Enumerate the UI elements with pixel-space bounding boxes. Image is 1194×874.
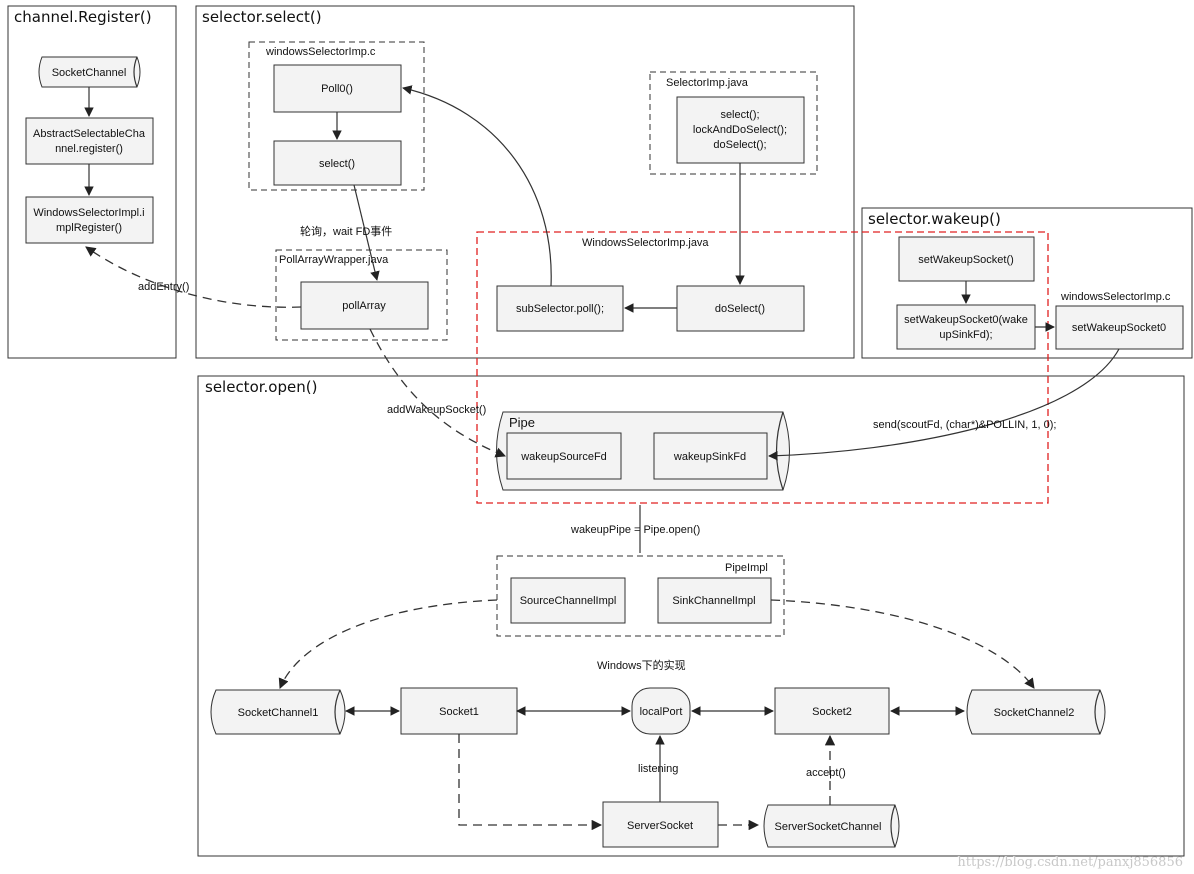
watermark: https://blog.csdn.net/panxj856856 [957, 855, 1183, 870]
panel-title-select: selector.select() [202, 8, 322, 26]
abstract-register-line1: AbstractSelectableCha [33, 128, 146, 140]
arrow-select-to-pollarray [353, 184, 380, 281]
node-local-port: localPort [631, 687, 691, 735]
group-label-pipe-impl: PipeImpl [725, 562, 768, 574]
node-selectorimp-methods: select(); lockAndDoSelect(); doSelect(); [676, 96, 805, 164]
arrow-sink-to-socketchannel2 [770, 599, 1035, 689]
node-set-wakeup-socket0-c: setWakeupSocket0 [1055, 305, 1184, 350]
panel-selector-select: selector.select() [195, 5, 855, 359]
group-label-poll-array-wrapper: PollArrayWrapper.java [279, 254, 389, 266]
wakeup-sink-fd-label: wakeupSinkFd [673, 451, 746, 463]
node-socket1: Socket1 [400, 687, 518, 735]
arrow-source-to-socketchannel1 [278, 599, 498, 689]
arrow-subselector-to-poll0 [402, 85, 552, 287]
group-label-windows-selector-imp-c2: windowsSelectorImp.c [1060, 291, 1171, 303]
group-label-windows-selector-imp-c: windowsSelectorImp.c [265, 46, 376, 58]
node-wakeup-sink-fd: wakeupSinkFd [653, 432, 768, 480]
sub-selector-poll-label: subSelector.poll(); [516, 303, 604, 315]
panel-selector-open: selector.open() [197, 375, 1185, 857]
panel-selector-wakeup: selector.wakeup() [861, 207, 1193, 359]
label-wakeup-pipe-open: wakeupPipe = Pipe.open() [570, 524, 700, 536]
label-windows-impl: Windows下的实现 [597, 658, 686, 672]
socket1-label: Socket1 [439, 706, 479, 718]
windows-impl-register-line2: mplRegister() [56, 222, 122, 234]
node-socket-channel: SocketChannel [38, 56, 141, 88]
node-poll-array: pollArray [300, 281, 429, 330]
socket-channel1-label: SocketChannel1 [238, 707, 319, 719]
selectorimp-line3: doSelect(); [713, 139, 766, 151]
socket-channel2-label: SocketChannel2 [994, 707, 1075, 719]
group-pipe-impl: PipeImpl [496, 555, 785, 637]
node-windows-impl-register: WindowsSelectorImpl.i mplRegister() [25, 196, 154, 244]
local-port-label: localPort [640, 706, 683, 718]
poll0-label: Poll0() [321, 83, 353, 95]
arrow-send-to-sinkfd [768, 348, 1120, 461]
label-add-entry: addEntry() [138, 281, 189, 293]
do-select-label: doSelect() [715, 303, 765, 315]
node-server-socket: ServerSocket [602, 801, 719, 848]
arrow-socket1-to-serversocket [458, 734, 603, 831]
poll-array-label: pollArray [342, 300, 386, 312]
node-wakeup-source-fd: wakeupSourceFd [506, 432, 622, 480]
abstract-register-line2: nnel.register() [55, 143, 123, 155]
selectorimp-line1: select(); [720, 109, 759, 121]
group-label-windows-selector-imp-java: WindowsSelectorImp.java [582, 237, 709, 249]
label-listening: listening [638, 763, 678, 775]
node-poll0: Poll0() [273, 64, 402, 113]
group-label-selector-imp-java: SelectorImp.java [666, 77, 749, 89]
panel-title-register: channel.Register() [14, 8, 152, 26]
label-accept: accept() [806, 767, 846, 779]
group-windows-selector-imp-java: WindowsSelectorImp.java [476, 231, 1049, 504]
windows-impl-register-line1: WindowsSelectorImpl.i [33, 207, 144, 219]
node-source-channel-impl: SourceChannelImpl [510, 577, 626, 624]
node-socket-channel2: SocketChannel2 [966, 689, 1106, 735]
socket-channel-label: SocketChannel [52, 67, 127, 79]
server-socket-label: ServerSocket [627, 820, 693, 832]
panel-title-wakeup: selector.wakeup() [868, 210, 1001, 228]
set-wakeup-socket0-line2: upSinkFd); [939, 329, 992, 341]
set-wakeup-socket0-c-label: setWakeupSocket0 [1072, 322, 1166, 334]
label-add-wakeup-socket: addWakeupSocket() [387, 404, 486, 416]
group-selector-imp-java: SelectorImp.java [649, 71, 818, 175]
node-socket2: Socket2 [774, 687, 890, 735]
panel-channel-register: channel.Register() [7, 5, 177, 359]
group-poll-array-wrapper: PollArrayWrapper.java [275, 249, 448, 341]
node-server-socket-channel: ServerSocketChannel [763, 804, 900, 848]
socket2-label: Socket2 [812, 706, 852, 718]
selectorimp-line2: lockAndDoSelect(); [693, 124, 787, 136]
node-set-wakeup-socket0: setWakeupSocket0(wake upSinkFd); [896, 304, 1036, 350]
group-windows-selector-imp-c: windowsSelectorImp.c [248, 41, 425, 191]
arrow-add-wakeup-socket [369, 328, 506, 458]
select-c-label: select() [319, 158, 355, 170]
node-set-wakeup-socket: setWakeupSocket() [898, 236, 1035, 282]
pipe-label: Pipe [509, 415, 535, 430]
set-wakeup-socket0-line1: setWakeupSocket0(wake [904, 314, 1028, 326]
node-sub-selector-poll: subSelector.poll(); [496, 285, 624, 332]
set-wakeup-socket-label: setWakeupSocket() [918, 254, 1014, 266]
node-abstract-register: AbstractSelectableCha nnel.register() [25, 117, 154, 165]
node-select-c: select() [273, 140, 402, 186]
panel-title-open: selector.open() [205, 378, 317, 396]
source-channel-impl-label: SourceChannelImpl [520, 595, 617, 607]
node-socket-channel1: SocketChannel1 [210, 689, 346, 735]
arrow-add-entry [85, 246, 302, 308]
server-socket-channel-label: ServerSocketChannel [774, 821, 881, 833]
label-poll-wait: 轮询，wait FD事件 [300, 224, 392, 238]
label-send: send(scoutFd, (char*)&POLLIN, 1, 0); [873, 419, 1056, 431]
sink-channel-impl-label: SinkChannelImpl [672, 595, 755, 607]
node-do-select: doSelect() [676, 285, 805, 332]
wakeup-source-fd-label: wakeupSourceFd [520, 451, 607, 463]
node-sink-channel-impl: SinkChannelImpl [657, 577, 772, 624]
